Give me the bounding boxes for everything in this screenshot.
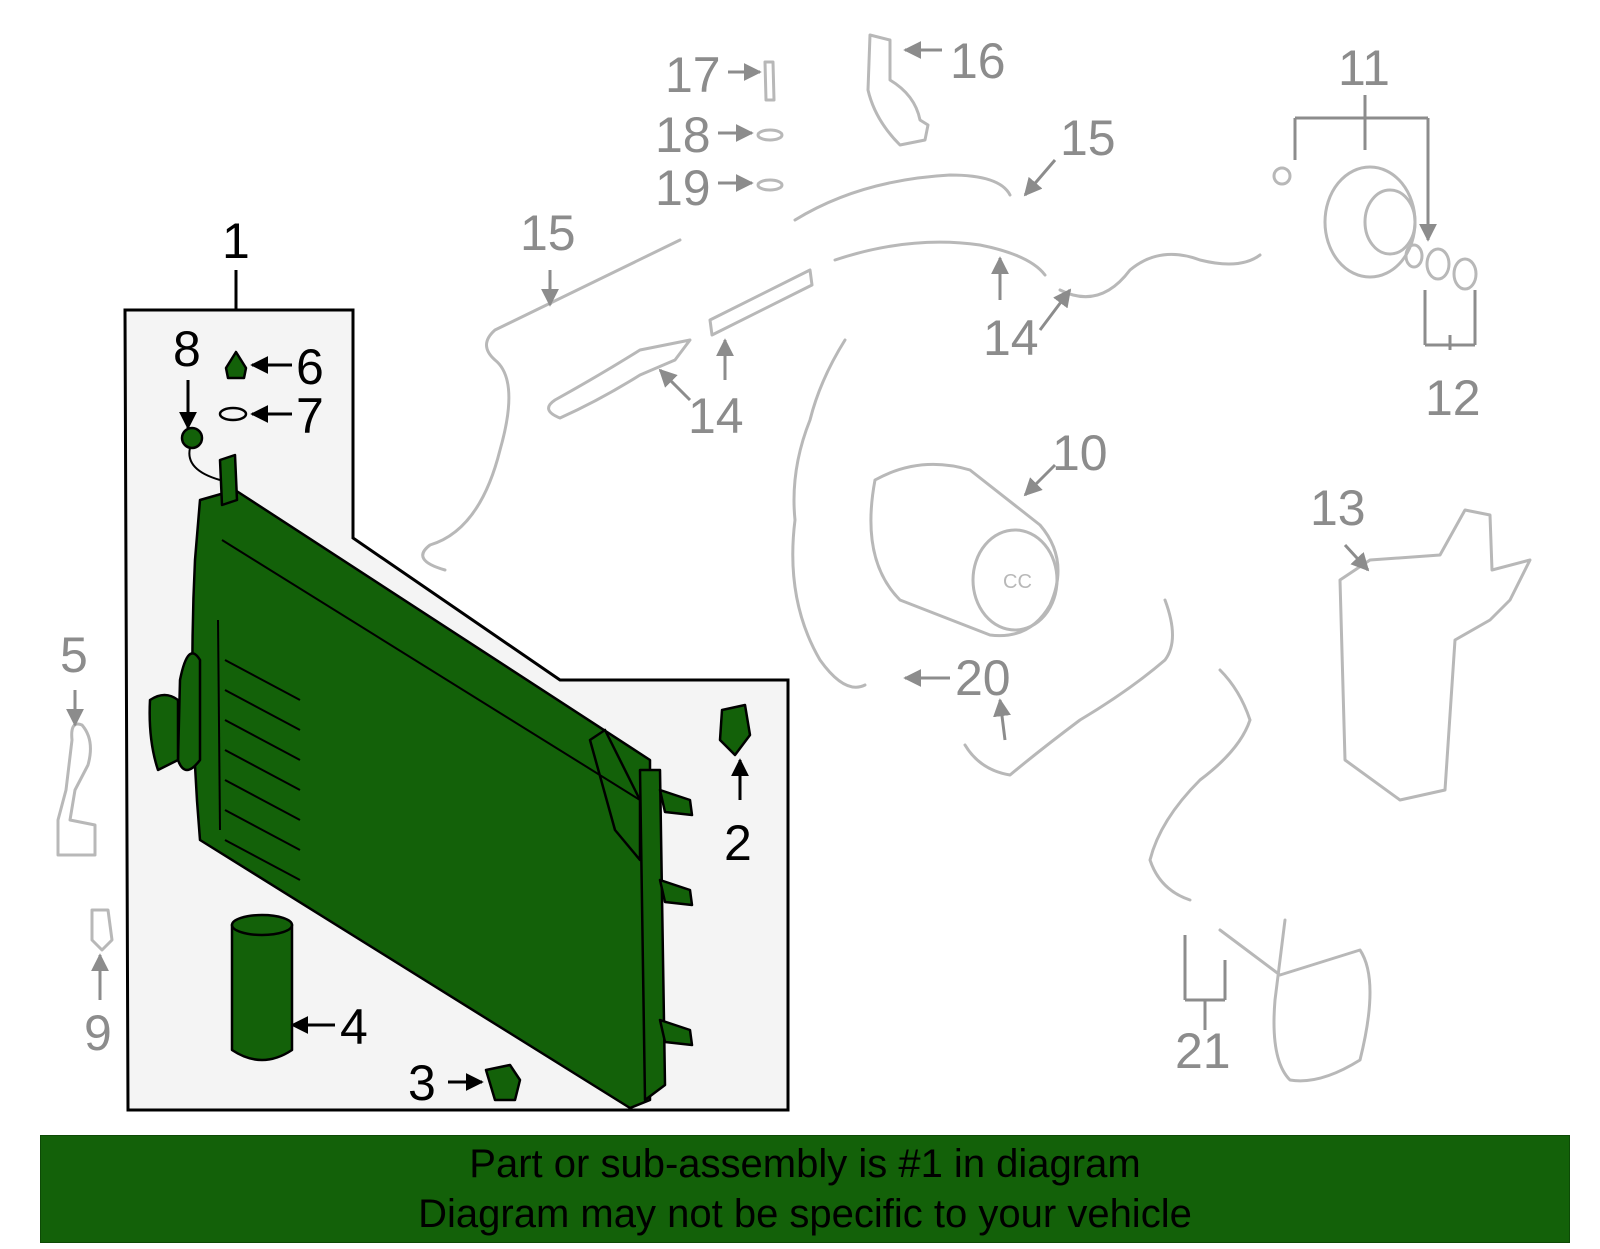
valve-part-8	[180, 426, 221, 481]
line-part-20b	[963, 598, 1174, 777]
callout-14a: 14	[688, 388, 744, 444]
clutch-part-11	[1272, 165, 1417, 279]
line-part-20	[791, 338, 867, 689]
callout-11: 11	[1338, 40, 1390, 96]
line-part-21b	[1218, 918, 1372, 1083]
switch-part-9	[90, 908, 114, 952]
bracket-part-16	[866, 33, 930, 147]
callout-3: 3	[408, 1055, 436, 1111]
arrow-13	[1343, 543, 1370, 572]
arrow-20b	[993, 698, 1011, 741]
bracket-part-14	[547, 338, 692, 420]
callout-8: 8	[173, 321, 201, 377]
callout-15a: 15	[520, 205, 576, 261]
o-ring-part-7	[218, 406, 248, 422]
callout-10: 10	[1052, 425, 1108, 481]
callout-17: 17	[665, 47, 721, 103]
compressor-part-10: CC	[869, 462, 1060, 638]
callout-7: 7	[296, 388, 324, 444]
callout-12: 12	[1425, 370, 1481, 426]
pipe-part-14	[708, 268, 814, 337]
hose-part-14	[833, 240, 1047, 277]
hose-part-14-right	[1058, 252, 1262, 299]
hose-part-15-left	[421, 238, 682, 572]
o-ring-part-18	[756, 128, 784, 142]
callout-2: 2	[724, 815, 752, 871]
svg-text:CC: CC	[1003, 571, 1032, 593]
notice-line-1: Part or sub-assembly is #1 in diagram	[469, 1142, 1141, 1186]
fitting-part-17	[763, 60, 776, 102]
callout-18: 18	[655, 107, 711, 163]
bracket-part-2	[718, 703, 752, 757]
arrow-14a	[658, 368, 692, 402]
callout-19: 19	[655, 160, 711, 216]
arrow-10	[1023, 463, 1057, 497]
notice-banner: Part or sub-assembly is #1 in diagram Di…	[40, 1135, 1570, 1243]
receiver-drier	[230, 913, 294, 1062]
shims-part-12	[1404, 243, 1478, 291]
callout-5: 5	[60, 627, 88, 683]
callout-15b: 15	[1060, 110, 1116, 166]
arrow-12	[1423, 290, 1477, 350]
sensor-part-5	[56, 722, 97, 857]
condenser	[148, 453, 694, 1110]
callout-1: 1	[222, 213, 250, 269]
notice-line-2: Diagram may not be specific to your vehi…	[418, 1192, 1192, 1236]
arrow-11	[1293, 95, 1428, 240]
callout-6: 6	[296, 339, 324, 395]
arrow-21	[1183, 935, 1227, 1030]
callout-14b: 14	[983, 310, 1039, 366]
arrow-15b	[1023, 159, 1057, 197]
callout-13: 13	[1310, 480, 1366, 536]
callout-9: 9	[84, 1005, 112, 1061]
arrow-14b2	[1038, 288, 1072, 331]
cap-part-6	[224, 350, 248, 380]
hose-part-15-right	[793, 173, 1012, 222]
o-ring-part-19	[756, 178, 784, 192]
bracket-part-13	[1338, 508, 1532, 802]
clip-part-3	[484, 1063, 522, 1102]
callout-21: 21	[1175, 1023, 1231, 1079]
callout-20: 20	[955, 650, 1011, 706]
callout-4: 4	[340, 999, 368, 1055]
line-part-21	[1148, 668, 1252, 902]
callout-16: 16	[950, 33, 1006, 89]
